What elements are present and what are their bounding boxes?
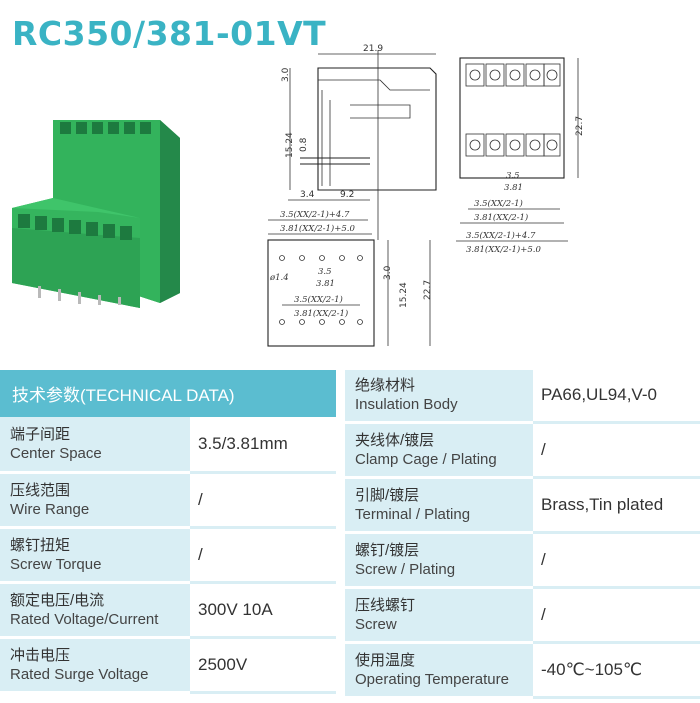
svg-text:3.5(XX/2-1): 3.5(XX/2-1) [474,198,523,209]
product-photo [12,120,180,308]
svg-text:3.5: 3.5 [506,171,520,181]
svg-text:0.8: 0.8 [299,137,309,152]
svg-text:ø1.4: ø1.4 [269,273,289,283]
svg-text:15.24: 15.24 [285,132,295,158]
svg-text:3.5(XX/2-1): 3.5(XX/2-1) [294,294,343,305]
svg-text:9.2: 9.2 [340,190,354,200]
spec-table-header: 技术参数(TECHNICAL DATA) [0,370,336,417]
side-view: 21.9 3.0 15.24 0.8 3.4 9.2 [281,44,437,240]
svg-text:3.4: 3.4 [300,190,315,200]
svg-text:3.81(XX/2-1)+5.0: 3.81(XX/2-1)+5.0 [280,223,355,234]
svg-text:3.81(XX/2-1)+5.0: 3.81(XX/2-1)+5.0 [466,244,541,255]
svg-text:3.0: 3.0 [281,67,291,82]
svg-text:3.81(XX/2-1): 3.81(XX/2-1) [294,308,348,319]
svg-text:3.81: 3.81 [316,279,335,289]
svg-text:3.5(XX/2-1)+4.7: 3.5(XX/2-1)+4.7 [466,230,536,241]
product-title: RC350/381-01VT [12,14,327,53]
svg-text:3.5: 3.5 [318,267,332,277]
svg-text:3.0: 3.0 [383,265,393,280]
svg-text:3.81(XX/2-1): 3.81(XX/2-1) [474,212,528,223]
technical-drawing: 21.9 3.0 15.24 0.8 3.4 9.2 22.7 3.5 3.81 [267,44,585,347]
front-view: 22.7 3.5 3.81 3.5(XX/2-1) 3.81(XX/2-1) 3… [456,57,585,255]
svg-text:22.7: 22.7 [423,280,433,300]
pcb-layout: 3.5(XX/2-1)+4.7 3.81(XX/2-1)+5.0 ø1.4 3.… [267,209,433,347]
svg-text:3.5(XX/2-1)+4.7: 3.5(XX/2-1)+4.7 [280,209,350,220]
dim-width: 21.9 [363,44,383,54]
dim-height: 22.7 [575,116,585,136]
svg-text:15.24: 15.24 [399,282,409,308]
svg-text:3.81: 3.81 [504,183,523,193]
